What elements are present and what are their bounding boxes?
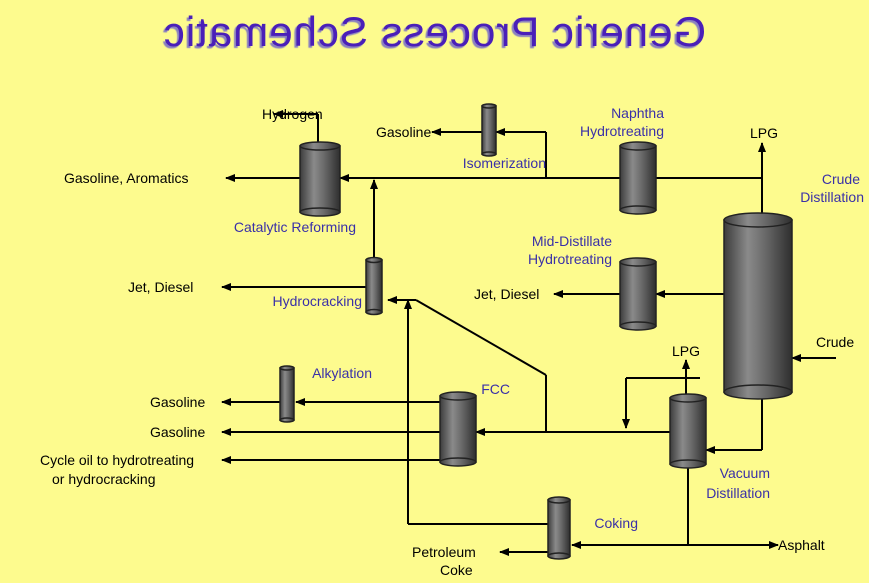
unit-labels: Crude Distillation Naphtha Hydrotreating… bbox=[234, 105, 864, 531]
mid-distillate-label-1: Mid-Distillate bbox=[532, 233, 612, 249]
coking-vessel bbox=[547, 496, 571, 560]
naphtha-hydrotreating-label-1: Naphtha bbox=[611, 105, 664, 121]
vacuum-distillation-label-1: Vacuum bbox=[720, 465, 770, 481]
fcc-vessel bbox=[439, 391, 477, 467]
catalytic-reforming-vessel bbox=[299, 141, 341, 217]
alkylation-label: Alkylation bbox=[312, 365, 372, 381]
mid-distillate-label-2: Hydrotreating bbox=[528, 251, 612, 267]
isomerization-label: Isomerization bbox=[463, 155, 546, 171]
isomerization-vessel bbox=[481, 103, 497, 157]
hydrocracking-vessel bbox=[365, 256, 383, 316]
crude-distillation-label-2: Distillation bbox=[800, 189, 864, 205]
hydrocracking-label: Hydrocracking bbox=[273, 293, 362, 309]
hydrogen-label: Hydrogen bbox=[262, 106, 323, 122]
mid-distillate-hydrotreating-vessel bbox=[619, 257, 657, 331]
gasoline-aromatics-label: Gasoline, Aromatics bbox=[64, 170, 189, 186]
vacuum-distillation-vessel bbox=[669, 393, 707, 469]
isom-gasoline-label: Gasoline bbox=[376, 124, 431, 140]
vessels bbox=[279, 103, 793, 560]
cycle-oil-label-1: Cycle oil to hydrotreating bbox=[40, 452, 194, 468]
flow-lines bbox=[221, 110, 836, 556]
alkylation-vessel bbox=[279, 365, 295, 423]
vgo-diagonal-line bbox=[415, 299, 547, 376]
stream-labels: Hydrogen Gasoline LPG Gasoline, Aromatic… bbox=[40, 106, 854, 578]
crude-label: Crude bbox=[816, 334, 854, 350]
fcc-gasoline-label: Gasoline bbox=[150, 424, 205, 440]
naphtha-hydrotreating-label-2: Hydrotreating bbox=[580, 123, 664, 139]
coking-label: Coking bbox=[594, 515, 638, 531]
catalytic-reforming-label: Catalytic Reforming bbox=[234, 219, 356, 235]
crude-distillation-label-1: Crude bbox=[822, 171, 860, 187]
crude-distillation-vessel bbox=[723, 212, 793, 400]
vacuum-distillation-label-2: Distillation bbox=[706, 485, 770, 501]
fcc-label: FCC bbox=[481, 381, 510, 397]
lpg-top-label: LPG bbox=[750, 125, 778, 141]
naphtha-hydrotreating-vessel bbox=[619, 141, 657, 215]
asphalt-label: Asphalt bbox=[778, 537, 825, 553]
coke-label-2: Coke bbox=[440, 562, 473, 578]
lpg-fcc-label: LPG bbox=[672, 343, 700, 359]
alky-gasoline-label: Gasoline bbox=[150, 394, 205, 410]
hc-jet-diesel-label: Jet, Diesel bbox=[128, 279, 193, 295]
md-jet-diesel-label: Jet, Diesel bbox=[474, 286, 539, 302]
cycle-oil-label-2: or hydrocracking bbox=[52, 471, 156, 487]
coke-label-1: Petroleum bbox=[412, 544, 476, 560]
